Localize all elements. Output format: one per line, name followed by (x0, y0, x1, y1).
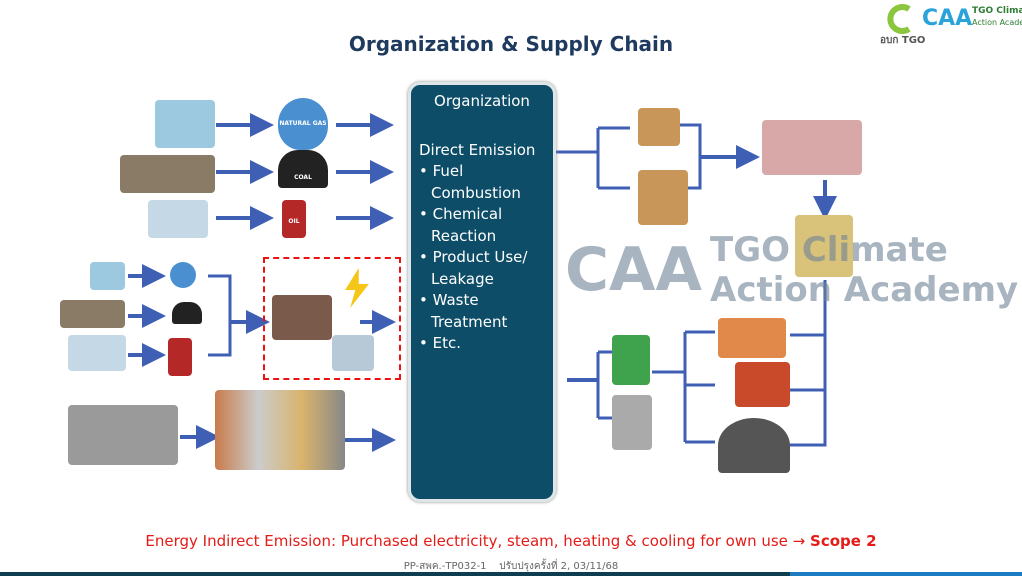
direct-emission-heading: Direct Emission (419, 140, 536, 159)
tgo-c-logo-icon (887, 4, 911, 34)
steam-boiler-image (332, 335, 374, 371)
emission-item: • Fuel Combustion (419, 162, 521, 202)
logo-line1: TGO Climate (972, 6, 1022, 16)
footer-doc-code: PP-สพค.-TP032-1 ปรับปรุงครั้งที่ 2, 03/1… (403, 561, 619, 572)
small-coal-mine-image (60, 300, 125, 328)
page-title: Organization & Supply Chain (348, 32, 674, 56)
watermark-mark: CAA (565, 235, 702, 305)
oil-pump-image (148, 200, 208, 238)
natural-gas-icon: NATURAL GAS (278, 98, 328, 150)
raw-materials-image (215, 390, 345, 470)
recycle-bin-icon (612, 335, 650, 385)
small-oil-pump-image (68, 335, 126, 371)
logo-line2: Action Academy (972, 18, 1022, 27)
incinerator-image (735, 362, 790, 407)
emission-item: • Waste Treatment (419, 291, 508, 331)
scope2-note: Energy Indirect Emission: Purchased elec… (145, 532, 877, 550)
power-plant-image (272, 295, 332, 340)
watermark-line1: TGO Climate (710, 230, 948, 270)
emission-item: • Product Use/ Leakage (419, 248, 528, 288)
organization-heading: Organization (434, 92, 530, 110)
small-gas-icon (170, 262, 196, 288)
small-rig-image (90, 262, 125, 290)
logo-sub-text: อบก TGO (880, 35, 926, 46)
small-oil-barrel-icon (168, 338, 192, 376)
pallet-boxes-image (638, 170, 688, 225)
footer-bar-accent (790, 572, 1022, 576)
emission-item: • Etc. (419, 334, 461, 352)
factory-image (68, 405, 178, 465)
landfill-image (718, 418, 790, 473)
waste-products-image (795, 215, 853, 277)
recycling-plant-image (718, 318, 786, 358)
boxes-image (638, 108, 680, 146)
retail-store-image (762, 120, 862, 175)
watermark-line2: Action Academy (710, 270, 1019, 310)
coal-mine-image (120, 155, 215, 193)
offshore-rig-image (155, 100, 215, 148)
trash-bin-image (612, 395, 652, 450)
watermark: CAA TGO Climate Action Academy (565, 228, 1018, 312)
coal-icon: COAL (278, 150, 328, 188)
small-coal-icon (172, 302, 202, 324)
logo-mark: CAA (922, 6, 973, 31)
footer-bar (0, 572, 790, 576)
organization-box: Organization Direct Emission • Fuel Comb… (408, 82, 556, 502)
energy-supplier-highlight (263, 257, 401, 380)
oil-barrel-icon: OIL (282, 200, 306, 238)
emission-item: • Chemical Reaction (419, 205, 503, 245)
tgo-caa-logo: อบก TGO CAA TGO Climate Action Academy (880, 0, 1022, 52)
